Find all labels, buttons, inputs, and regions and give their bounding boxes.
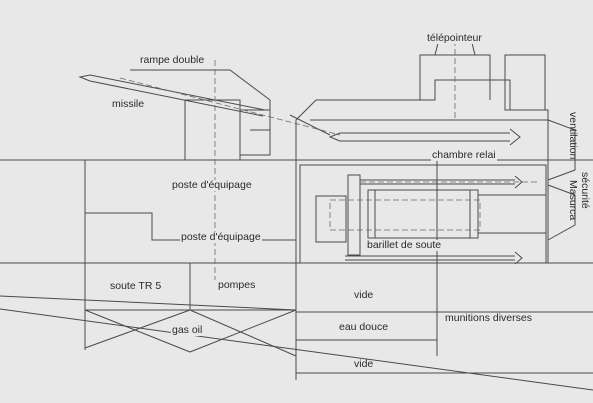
soute-missile-bottom bbox=[345, 251, 523, 265]
barillet-drum bbox=[367, 189, 479, 239]
relai-missile bbox=[328, 128, 521, 146]
barillet-room bbox=[299, 164, 547, 264]
label-eau-douce: eau douce bbox=[339, 321, 389, 333]
label-rampe-double: rampe double bbox=[139, 54, 206, 66]
securite-housing bbox=[547, 184, 576, 241]
launcher-pedestal bbox=[184, 99, 241, 161]
gas-oil-cross-2 bbox=[189, 309, 297, 357]
label-vide-2: vide bbox=[354, 358, 374, 370]
barillet-hub bbox=[315, 195, 347, 243]
launcher-cover bbox=[130, 69, 271, 131]
label-poste-equipage-1: poste d'équipage bbox=[171, 179, 253, 191]
ventilation-housing bbox=[547, 119, 576, 181]
gas-oil-cross-1 bbox=[84, 309, 191, 353]
hull-upper-curve bbox=[0, 295, 297, 311]
label-missile: missile bbox=[111, 98, 146, 110]
label-soute-tr5: soute TR 5 bbox=[110, 280, 162, 292]
label-pompes: pompes bbox=[218, 279, 256, 291]
label-poste-equipage-2: poste d'équipage bbox=[180, 231, 262, 243]
label-barillet-de-soute: barillet de soute bbox=[366, 239, 443, 251]
label-telepointeur: télépointeur bbox=[426, 32, 483, 44]
label-chambre-relai: chambre relai bbox=[431, 149, 497, 161]
label-gas-oil: gas oil bbox=[171, 324, 204, 336]
label-vide-1: vide bbox=[354, 289, 374, 301]
label-ventilation: ventilation bbox=[567, 112, 579, 160]
barillet-dashed-outline bbox=[329, 199, 481, 231]
label-securite: sécurité bbox=[579, 172, 591, 209]
launcher-missile bbox=[78, 74, 266, 117]
label-munitions-diverses: munitions diverses bbox=[445, 312, 532, 324]
label-masurca: Masurca bbox=[567, 180, 579, 221]
